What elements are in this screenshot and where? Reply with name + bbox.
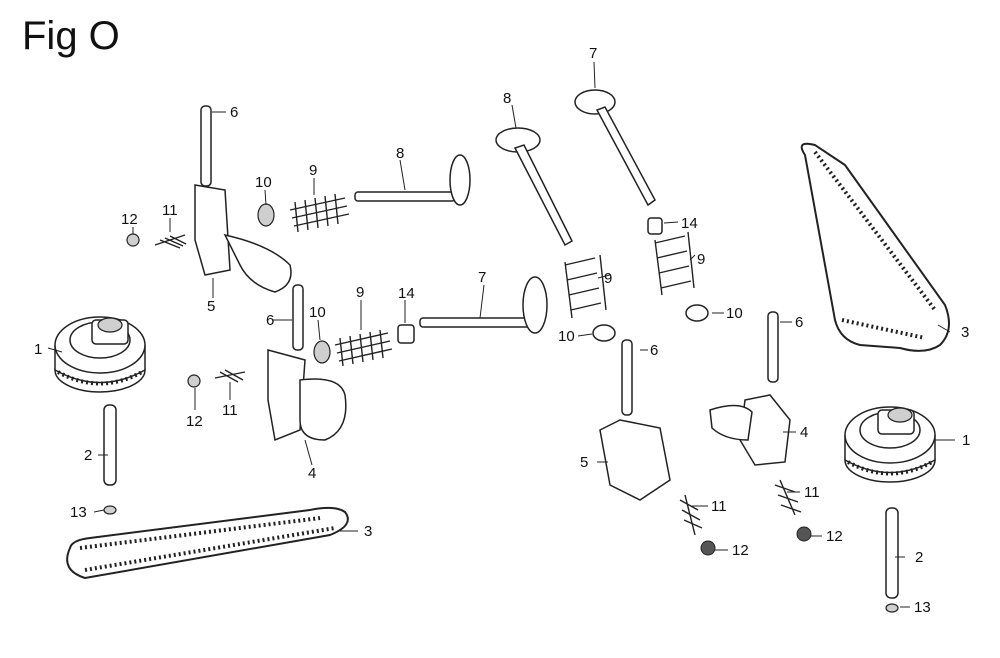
timing-belt-left [66, 506, 349, 580]
callout-1-left: 1 [34, 341, 42, 358]
retainer-10c [592, 324, 616, 342]
callout-13-left: 13 [70, 504, 87, 521]
callout-4-left: 4 [308, 465, 316, 482]
callout-12-c: 12 [732, 542, 749, 559]
valve-horizontal-lower [419, 276, 548, 334]
callout-6-center: 6 [650, 342, 658, 359]
callout-13-right: 13 [914, 599, 931, 616]
callout-9-c: 9 [604, 270, 612, 287]
camshaft-pulley-left [54, 316, 146, 393]
shaft-right [885, 507, 899, 613]
valve-diagonal-7 [574, 89, 656, 207]
shaft-left [103, 404, 117, 515]
callout-11-c: 11 [711, 498, 727, 515]
callout-9-d: 9 [697, 251, 705, 268]
figure-title: Fig O [22, 14, 120, 58]
retainer-10a [257, 203, 275, 227]
callout-10-a: 10 [255, 174, 272, 191]
callout-12-a: 12 [121, 211, 138, 228]
rocker-arm-upper-left [126, 105, 292, 293]
callout-8-center: 8 [503, 90, 511, 107]
callout-2-right: 2 [915, 549, 923, 566]
valve-seal-14a [397, 324, 415, 344]
callout-7-top: 7 [589, 45, 597, 62]
valve-horizontal-upper [354, 154, 471, 206]
leader-lines [47, 61, 955, 608]
callout-11-d: 11 [804, 484, 820, 501]
callout-12-d: 12 [826, 528, 843, 545]
callout-7-middle: 7 [478, 269, 486, 286]
callout-3-left: 3 [364, 523, 372, 540]
callout-10-b: 10 [309, 304, 326, 321]
callout-5-right: 5 [580, 454, 588, 471]
callout-4-right: 4 [800, 424, 808, 441]
callout-3-right: 3 [961, 324, 969, 341]
callout-9-a: 9 [309, 162, 317, 179]
valve-spring-9a [289, 193, 350, 233]
callout-2-left: 2 [84, 447, 92, 464]
callout-8-left: 8 [396, 145, 404, 162]
valve-spring-9c [564, 254, 607, 319]
callout-1-right: 1 [962, 432, 970, 449]
valve-spring-9d [654, 231, 695, 296]
rocker-arm-lower-left [187, 284, 347, 442]
callout-9-b: 9 [356, 284, 364, 301]
rocker-arm-center-right [599, 339, 716, 556]
callout-11-b: 11 [222, 402, 238, 419]
callout-14-right: 14 [681, 215, 698, 232]
callout-5-left: 5 [207, 298, 215, 315]
valve-seal-14b [647, 217, 663, 235]
callout-10-d: 10 [726, 305, 743, 322]
callout-11-a: 11 [162, 202, 178, 219]
callout-14-left: 14 [398, 285, 415, 302]
callout-12-b: 12 [186, 413, 203, 430]
camshaft-pulley-right [844, 406, 936, 483]
valve-spring-9b [334, 329, 393, 367]
callout-6-right: 6 [795, 314, 803, 331]
callout-10-c: 10 [558, 328, 575, 345]
timing-belt-right [800, 142, 950, 352]
valve-diagonal-8 [495, 127, 573, 247]
rocker-arm-right [709, 311, 812, 542]
retainer-10d [685, 304, 709, 322]
retainer-10b [313, 340, 331, 364]
callout-6-lower-left: 6 [266, 312, 274, 329]
callout-6-upper-left: 6 [230, 104, 238, 121]
